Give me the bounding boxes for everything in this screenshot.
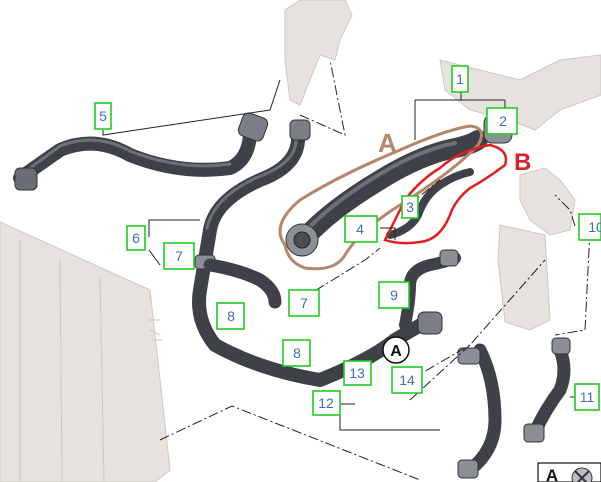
corner-detail-a: A	[537, 462, 601, 482]
callout-7-lower: 7	[288, 289, 320, 317]
svg-text:9: 9	[390, 287, 398, 303]
region-a-outline	[278, 124, 484, 271]
leader-lines	[102, 59, 591, 481]
svg-text:6: 6	[132, 230, 140, 246]
callout-14: 14	[391, 366, 423, 394]
callout-10: 10	[578, 213, 601, 241]
svg-text:13: 13	[349, 365, 365, 381]
callout-7-upper: 7	[163, 242, 195, 270]
svg-text:A: A	[546, 466, 558, 482]
hose-5	[13, 112, 269, 191]
region-a-label: A	[378, 128, 397, 158]
callout-1: 1	[451, 65, 469, 93]
svg-text:11: 11	[580, 389, 595, 405]
hose-3-B	[386, 168, 474, 239]
svg-text:4: 4	[356, 221, 364, 237]
hose-11	[523, 337, 571, 443]
thermostat-housing-right	[439, 54, 601, 131]
svg-text:8: 8	[293, 345, 301, 361]
svg-text:A: A	[390, 343, 402, 360]
callout-6: 6	[126, 225, 146, 251]
connector-icon	[571, 467, 593, 482]
svg-text:10: 10	[588, 219, 601, 235]
callout-12: 12	[312, 390, 341, 416]
callout-11: 11	[574, 383, 600, 411]
callout-2: 2	[486, 107, 518, 135]
svg-text:12: 12	[318, 395, 334, 411]
engine-bracket-top	[284, 0, 353, 106]
svg-text:7: 7	[175, 248, 183, 264]
callout-13: 13	[343, 360, 372, 386]
svg-text:2: 2	[499, 113, 507, 129]
callout-8-lower: 8	[282, 339, 311, 367]
callout-9: 9	[378, 281, 410, 309]
callout-8-upper: 8	[216, 302, 245, 330]
hose-12	[457, 343, 502, 479]
callout-3: 3	[401, 195, 419, 219]
water-pump-right	[519, 167, 576, 236]
expansion-tank	[497, 224, 551, 331]
svg-text:1: 1	[456, 71, 464, 87]
hose-7-lower	[203, 258, 282, 309]
marker-a-circle: A	[382, 336, 410, 364]
svg-text:5: 5	[99, 108, 107, 124]
callout-4: 4	[344, 215, 378, 243]
svg-text:8: 8	[227, 308, 235, 324]
radiator	[0, 221, 171, 482]
svg-text:3: 3	[406, 199, 414, 215]
region-b-label: B	[514, 149, 531, 176]
svg-text:14: 14	[399, 372, 415, 388]
svg-text:7: 7	[300, 295, 308, 311]
callout-5: 5	[94, 102, 112, 130]
region-b-outline	[383, 143, 508, 245]
